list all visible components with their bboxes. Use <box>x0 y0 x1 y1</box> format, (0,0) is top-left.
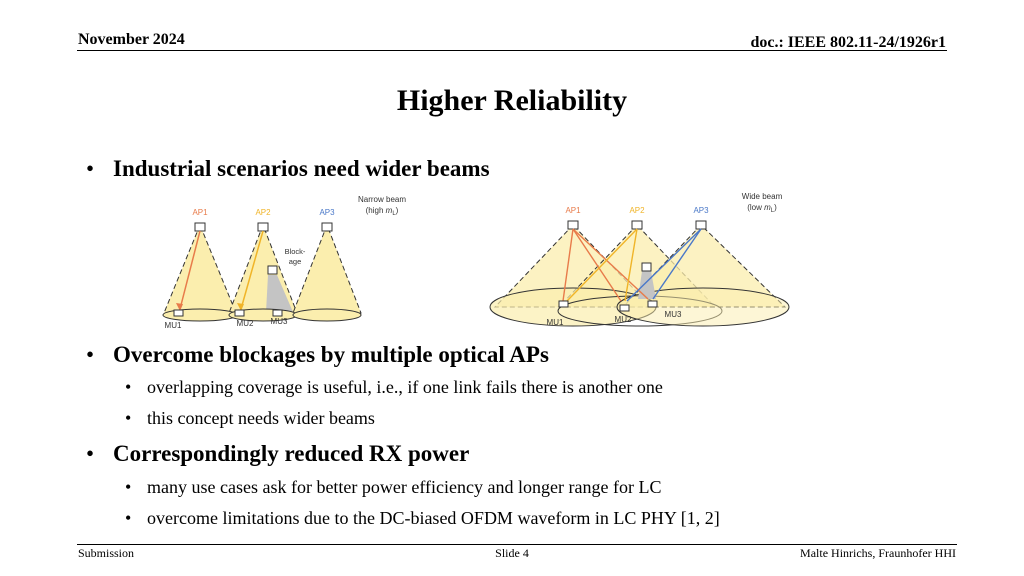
link-ap1-mu1 <box>179 230 201 310</box>
wide-link-ap3-mu3 <box>652 228 702 300</box>
mu3-label: MU3 <box>271 317 288 326</box>
bullet-3: • Correspondingly reduced RX power <box>86 441 470 467</box>
bullet-glyph: • <box>86 441 95 466</box>
ap1-label: AP1 <box>192 208 208 217</box>
wide-coverage-ap3 <box>616 287 790 327</box>
wide-blocker-box <box>641 262 652 272</box>
blockage-shadow <box>266 275 293 312</box>
ap1-box <box>194 222 206 232</box>
bullet-glyph: • <box>125 508 132 528</box>
slide-title: Higher Reliability <box>396 84 628 117</box>
cone-ap1 <box>163 223 237 314</box>
bullet-2: • Overcome blockages by multiple optical… <box>86 342 549 368</box>
wide-ap3-label: AP3 <box>693 206 709 215</box>
wide-mu3-box <box>647 300 658 308</box>
wide-link-ap2-mu1 <box>566 228 638 302</box>
bullet-2-sub-2: • this concept needs wider beams <box>125 408 375 429</box>
bullet-3-sub-1: • many use cases ask for better power ef… <box>125 477 662 498</box>
bullet-2-sub-1: • overlapping coverage is useful, i.e., … <box>125 377 663 398</box>
blocker-box <box>267 265 278 275</box>
bullet-glyph: • <box>125 377 132 397</box>
bullet-3-text: Correspondingly reduced RX power <box>113 441 470 466</box>
ap2-label: AP2 <box>255 208 271 217</box>
ap3-label: AP3 <box>319 208 335 217</box>
wide-beam-diagram: AP1 AP2 AP3 MU1 MU2 MU3 Wide beam (low m… <box>489 192 790 327</box>
arrowhead-ap1-mu1 <box>176 303 183 311</box>
mu1-label: MU1 <box>165 321 182 330</box>
footer-slide-number: Slide 4 <box>495 546 529 560</box>
wide-beam-type-label-line1: Wide beam <box>742 192 783 201</box>
footer-author: Malte Hinrichs, Fraunhofer HHI <box>800 546 956 560</box>
beam-type-label-line1: Narrow beam <box>358 195 406 204</box>
header-date: November 2024 <box>78 31 185 48</box>
bullet-glyph: • <box>125 408 132 428</box>
bullet-glyph: • <box>86 342 95 367</box>
blockage-label-line1: Block- <box>285 247 306 256</box>
coverage-ap3 <box>292 308 362 322</box>
mu2-box <box>234 309 245 317</box>
link-ap2-mu2 <box>240 230 264 310</box>
arrowhead-ap2-mu2 <box>237 303 244 311</box>
narrow-beam-diagram: AP1 AP2 AP3 MU1 MU2 MU3 Narrow beam (hig… <box>162 195 406 330</box>
header-divider <box>77 50 947 51</box>
wide-mu2-label: MU2 <box>615 315 632 324</box>
footer-divider <box>77 544 957 545</box>
bullet-3-sub-1-text: many use cases ask for better power effi… <box>147 477 662 497</box>
wide-ap1-label: AP1 <box>565 206 581 215</box>
footer-submission: Submission <box>78 546 135 560</box>
wide-mu1-box <box>558 300 569 308</box>
bullet-3-sub-2-text: overcome limitations due to the DC-biase… <box>147 508 720 528</box>
blockage-label-line2: age <box>289 257 302 266</box>
mu1-box <box>173 309 184 317</box>
wide-mu3-label: MU3 <box>665 310 682 319</box>
ap2-box <box>257 222 269 232</box>
bullet-2-text: Overcome blockages by multiple optical A… <box>113 342 549 367</box>
mu3-box <box>272 309 283 317</box>
mu2-label: MU2 <box>237 319 254 328</box>
wide-mu2-box <box>619 304 630 312</box>
ap3-box <box>321 222 333 232</box>
wide-link-ap1-mu3 <box>572 228 649 300</box>
wide-ap3-box <box>695 220 707 230</box>
bullet-2-sub-1-text: overlapping coverage is useful, i.e., if… <box>147 377 663 397</box>
wide-ap2-box <box>631 220 643 230</box>
bullet-1: • Industrial scenarios need wider beams <box>86 156 490 182</box>
wide-beam-type-label-line2: (low mL) <box>747 203 777 214</box>
wide-ap2-label: AP2 <box>629 206 645 215</box>
bullet-2-sub-2-text: this concept needs wider beams <box>147 408 375 428</box>
cone-ap3 <box>292 223 362 314</box>
wide-link-ap1-mu1 <box>562 228 574 302</box>
beam-type-label-line2: (high mL) <box>366 206 399 217</box>
wide-link-ap3-mu2 <box>626 228 702 302</box>
wide-link-ap2-mu2 <box>624 228 638 302</box>
bullet-glyph: • <box>125 477 132 497</box>
wide-link-ap1-mu2 <box>572 228 622 302</box>
bullet-3-sub-2: • overcome limitations due to the DC-bia… <box>125 508 720 529</box>
bullet-glyph: • <box>86 156 95 181</box>
header-doc-id: doc.: IEEE 802.11-24/1926r1 <box>750 34 946 51</box>
wide-mu1-label: MU1 <box>547 318 564 327</box>
bullet-1-text: Industrial scenarios need wider beams <box>113 156 490 181</box>
wide-ap1-box <box>567 220 579 230</box>
